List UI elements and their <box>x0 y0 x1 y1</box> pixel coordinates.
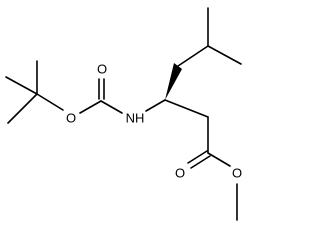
bond-ester-carbon-to-ether-oxygen <box>207 152 231 167</box>
bond-ch2-to-isopropyl-ch <box>177 45 209 67</box>
bond-isopropyl-methyl-right <box>207 45 242 65</box>
bond-nitrogen-to-stereocenter <box>145 99 166 112</box>
tert-butyl-group <box>5 60 64 124</box>
bond-tbu-methyl-lower <box>7 93 38 124</box>
ester-ether-oxygen-label: O <box>232 165 242 180</box>
bond-tbu-methyl-left <box>5 76 38 95</box>
bond-stereocenter-to-alpha-ch2 <box>164 99 209 118</box>
carbamate-ether-oxygen-label: O <box>66 110 76 125</box>
stereo-wedge-bond <box>165 63 182 100</box>
ester-carbonyl-oxygen-label: O <box>175 165 185 180</box>
backbone <box>145 7 242 154</box>
chemical-structure: O O NH O O <box>5 7 242 221</box>
carbamate-group <box>79 78 123 114</box>
ester-double-bond-b <box>190 155 211 169</box>
bond-tbu-to-oxygen <box>36 93 64 111</box>
bond-carbonyl-carbon-to-nitrogen <box>100 100 123 114</box>
methyl-ester-group <box>187 150 238 221</box>
ester-double-bond-a <box>187 150 208 164</box>
bond-oxygen-to-carbonyl-carbon <box>79 100 102 114</box>
carbamate-carbonyl-oxygen-label: O <box>97 61 107 76</box>
amine-nitrogen-label: NH <box>126 110 145 125</box>
